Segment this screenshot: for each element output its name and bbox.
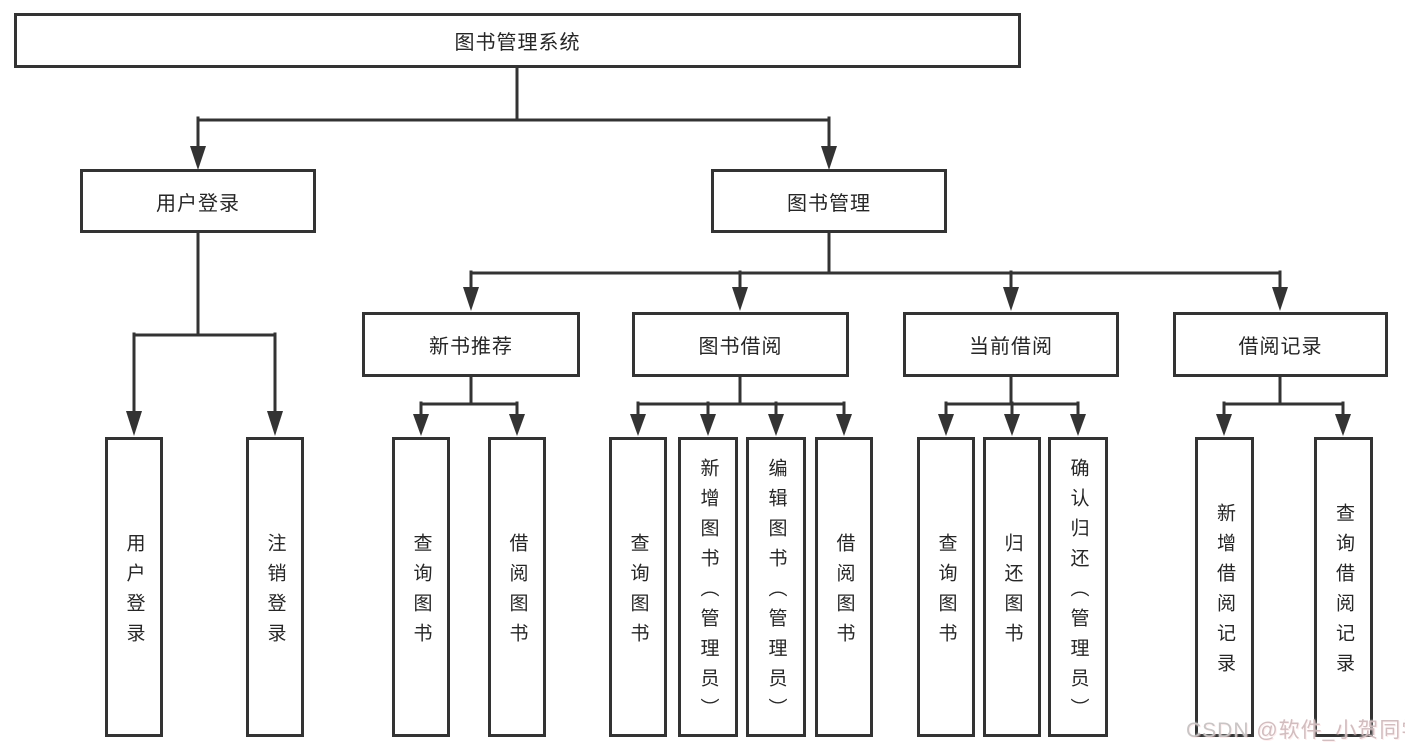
- node-user-login: 用户登录: [80, 169, 316, 233]
- leaf-logout: 注销登录: [246, 437, 304, 737]
- leaf-br-query-borrow-record: 查询借阅记录: [1314, 437, 1373, 737]
- leaf-cb-confirm-return-admin: 确认归还（管理员）: [1048, 437, 1108, 737]
- leaf-br-add-borrow-record: 新增借阅记录: [1195, 437, 1254, 737]
- leaf-cb-query-books-label: 查询图书: [935, 532, 957, 653]
- leaf-user-login-label: 用户登录: [123, 532, 145, 653]
- leaf-bb-borrow-books: 借阅图书: [815, 437, 873, 737]
- leaf-user-login: 用户登录: [105, 437, 163, 737]
- node-new-books: 新书推荐: [362, 312, 580, 377]
- leaf-br-add-borrow-record-label: 新增借阅记录: [1214, 502, 1235, 683]
- leaf-cb-return-books-label: 归还图书: [1001, 532, 1023, 653]
- node-book-borrow: 图书借阅: [632, 312, 849, 377]
- leaf-bb-add-books-admin-label: 新增图书（管理员）: [697, 457, 719, 728]
- node-current-borrow: 当前借阅: [903, 312, 1119, 377]
- node-book-mgmt: 图书管理: [711, 169, 947, 233]
- leaf-bb-query-books: 查询图书: [609, 437, 667, 737]
- leaf-cb-query-books: 查询图书: [917, 437, 975, 737]
- leaf-bb-borrow-books-label: 借阅图书: [833, 532, 855, 653]
- leaf-cb-return-books: 归还图书: [983, 437, 1041, 737]
- node-borrow-records: 借阅记录: [1173, 312, 1388, 377]
- node-root: 图书管理系统: [14, 13, 1021, 68]
- leaf-logout-label: 注销登录: [264, 532, 286, 653]
- leaf-nb-borrow-books-label: 借阅图书: [506, 532, 528, 653]
- leaf-bb-edit-books-admin-label: 编辑图书（管理员）: [765, 457, 787, 728]
- leaf-nb-query-books-label: 查询图书: [410, 532, 432, 653]
- leaf-bb-edit-books-admin: 编辑图书（管理员）: [746, 437, 806, 737]
- leaf-bb-add-books-admin: 新增图书（管理员）: [678, 437, 738, 737]
- leaf-nb-borrow-books: 借阅图书: [488, 437, 546, 737]
- leaf-br-query-borrow-record-label: 查询借阅记录: [1333, 502, 1354, 683]
- leaf-nb-query-books: 查询图书: [392, 437, 450, 737]
- arrowheads: [126, 146, 1351, 436]
- leaf-bb-query-books-label: 查询图书: [627, 532, 649, 653]
- leaf-cb-confirm-return-admin-label: 确认归还（管理员）: [1067, 457, 1089, 728]
